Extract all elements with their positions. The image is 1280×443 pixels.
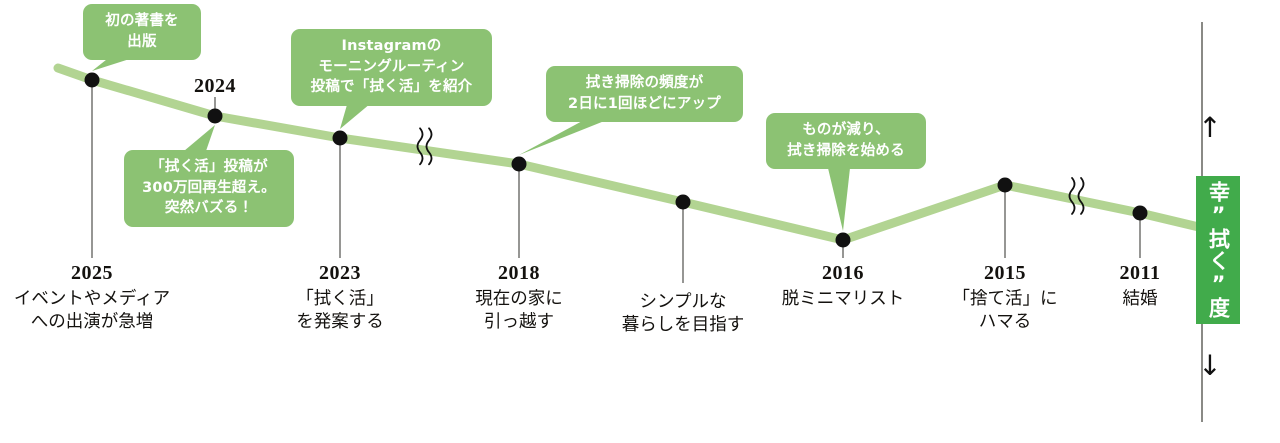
point-label: 2025 イベントやメディア への出演が急増 <box>14 262 170 333</box>
callout-tail <box>184 125 215 151</box>
point-caption: シンプルな 暮らしを目指す <box>621 291 745 334</box>
arrow-down-icon: ↓ <box>1198 349 1222 382</box>
point-year: 2016 <box>822 262 864 284</box>
point-caption: イベントやメディア への出演が急増 <box>13 288 171 331</box>
data-point[interactable] <box>675 194 691 210</box>
callout-text: 拭き掃除の頻度が 2日に1回ほどにアップ <box>568 75 721 112</box>
point-year: 2015 <box>984 262 1026 284</box>
point-year: 2018 <box>498 262 540 284</box>
callout-tail <box>92 59 129 71</box>
point-label: 2023 「拭く活」 を発案する <box>296 262 384 333</box>
point-year: 2011 <box>1119 262 1161 284</box>
callout-bubble[interactable]: Instagramの モーニングルーティン 投稿で「拭く活」を紹介 <box>291 29 492 106</box>
callout-tail <box>340 104 369 129</box>
axis-break-icon <box>416 127 433 166</box>
callout-bubble[interactable]: 拭き掃除の頻度が 2日に1回ほどにアップ <box>546 66 743 123</box>
point-caption: 「捨て活」に ハマる <box>952 288 1058 331</box>
point-label: 2015 「捨て活」に ハマる <box>953 262 1058 333</box>
callout-text: 「拭く活」投稿が 300万回再生超え。 突然バズる！ <box>142 159 276 217</box>
data-point[interactable] <box>332 130 348 146</box>
callout-text: Instagramの モーニングルーティン 投稿で「拭く活」を紹介 <box>310 38 473 96</box>
callout-text: 初の著書を 出版 <box>105 13 179 50</box>
axis-label-text: 幸”拭く”度 <box>1206 181 1231 319</box>
callout-bubble[interactable]: 初の著書を 出版 <box>83 4 201 61</box>
point-label: 2016 脱ミニマリスト <box>782 262 905 310</box>
data-point[interactable] <box>997 177 1013 193</box>
point-year: 2023 <box>319 262 361 284</box>
point-year: 2024 <box>194 75 236 97</box>
callout-tail <box>519 121 604 155</box>
data-point[interactable] <box>84 72 100 88</box>
point-caption: 「拭く活」 を発案する <box>296 288 384 331</box>
data-point[interactable] <box>511 156 527 172</box>
arrow-up-icon: ↑ <box>1198 111 1222 144</box>
point-label: 2024 <box>194 75 236 98</box>
point-label: 2018 現在の家に 引っ越す <box>475 262 563 333</box>
data-point[interactable] <box>207 108 223 124</box>
callout-bubble[interactable]: ものが減り、 拭き掃除を始める <box>766 113 926 170</box>
trend-line <box>53 63 1208 245</box>
callout-text: ものが減り、 拭き掃除を始める <box>787 122 905 159</box>
point-label: シンプルな 暮らしを目指す <box>622 288 745 336</box>
point-year: 2025 <box>71 262 113 284</box>
callout-tail <box>828 168 850 231</box>
point-caption: 結婚 <box>1122 288 1158 308</box>
axis-break-icon <box>1068 177 1085 215</box>
data-point[interactable] <box>835 232 851 248</box>
point-caption: 脱ミニマリスト <box>781 288 905 308</box>
data-point[interactable] <box>1132 205 1148 221</box>
callout-bubble[interactable]: 「拭く活」投稿が 300万回再生超え。 突然バズる！ <box>124 150 294 227</box>
point-caption: 現在の家に 引っ越す <box>475 288 563 331</box>
vertical-axis: ↑ 幸”拭く”度 ↓ <box>1170 0 1280 443</box>
axis-label-badge: 幸”拭く”度 <box>1196 176 1240 324</box>
point-label: 2011 結婚 <box>1120 262 1161 310</box>
